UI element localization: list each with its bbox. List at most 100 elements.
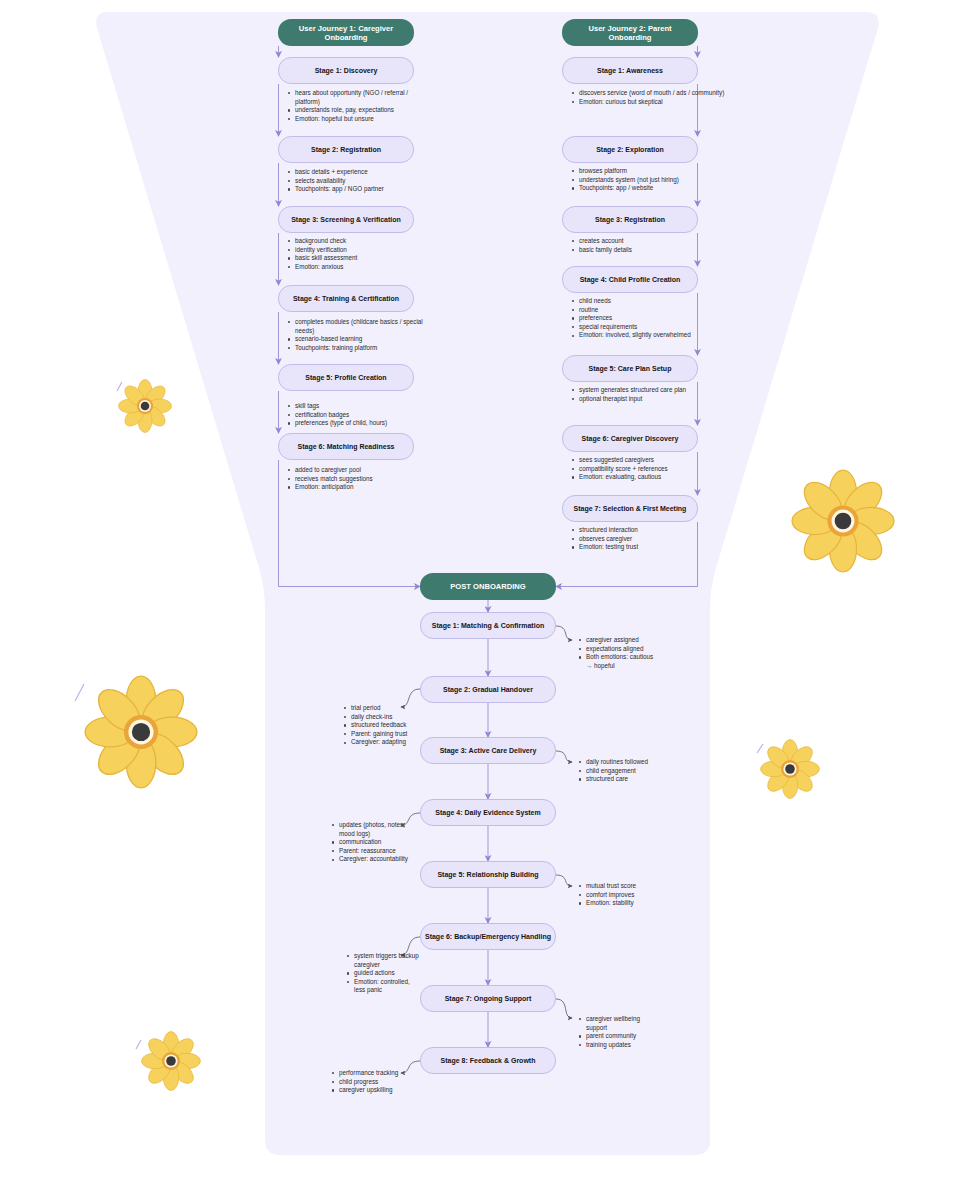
bullet-item: compatibility score + references bbox=[572, 465, 712, 474]
stage-title: Stage 4: Training & Certification bbox=[293, 294, 399, 303]
flow-connector bbox=[556, 522, 698, 587]
bullet-dot bbox=[288, 266, 290, 268]
bullet-item: basic skill assessment bbox=[288, 254, 428, 263]
bullet-dot bbox=[572, 92, 574, 94]
stage-pill: Stage 5: Care Plan Setupsystem generates… bbox=[562, 355, 698, 382]
stage-pill: Stage 6: Backup/Emergency Handlingsystem… bbox=[420, 923, 556, 950]
flow-connector bbox=[697, 163, 698, 206]
bullet-item: understands role, pay, expectations bbox=[288, 106, 428, 115]
bullet-text: daily check-ins bbox=[351, 713, 392, 720]
leader-line bbox=[401, 689, 420, 707]
bullet-dot bbox=[288, 257, 290, 259]
bullet-text: performance tracking bbox=[339, 1069, 398, 1076]
flow-connector bbox=[488, 1012, 489, 1047]
bullet-item: identity verification bbox=[288, 246, 428, 255]
bullet-item: Parent: reassurance bbox=[332, 847, 422, 856]
bullet-item: Caregiver: accountability bbox=[332, 855, 422, 864]
bullet-text: Caregiver: accountability bbox=[339, 855, 408, 862]
bullet-item: comfort improves bbox=[579, 891, 679, 900]
flower-decoration bbox=[761, 740, 820, 799]
bullet-text: preferences bbox=[579, 314, 612, 321]
bullet-text: daily routines followed bbox=[586, 758, 648, 765]
flow-connector bbox=[697, 452, 698, 495]
bullet-item: Both emotions: cautious → hopeful bbox=[579, 653, 655, 670]
stage-pill: Stage 7: Selection & First Meetingstruct… bbox=[562, 495, 698, 522]
stage-pill: Stage 3: Registrationcreates accountbasi… bbox=[562, 206, 698, 233]
bullet-dot bbox=[288, 405, 290, 407]
flow-connector bbox=[697, 293, 698, 355]
bullet-item: discovers service (word of mouth / ads /… bbox=[572, 89, 742, 98]
stage-title: Stage 2: Registration bbox=[311, 145, 381, 154]
bullet-item: training updates bbox=[579, 1041, 659, 1050]
bullet-text: Touchpoints: app / NGO partner bbox=[295, 185, 384, 192]
bullet-text: routine bbox=[579, 306, 598, 313]
stage-title: Stage 6: Backup/Emergency Handling bbox=[425, 932, 551, 941]
flow-connector bbox=[279, 460, 421, 587]
bullet-item: expectations aligned bbox=[579, 645, 655, 654]
bullet-item: performance tracking bbox=[332, 1069, 432, 1078]
bullet-text: communication bbox=[339, 838, 381, 845]
bullet-item: sees suggested caregivers bbox=[572, 456, 712, 465]
bullet-item: creates account bbox=[572, 237, 712, 246]
flower-decoration bbox=[142, 1032, 201, 1091]
bullet-dot bbox=[579, 778, 581, 780]
bullet-text: sees suggested caregivers bbox=[579, 456, 654, 463]
bullet-dot bbox=[572, 101, 574, 103]
bullet-text: updates (photos, notes, mood logs) bbox=[339, 821, 405, 837]
bullet-item: skill tags bbox=[288, 402, 428, 411]
bullet-dot bbox=[332, 824, 334, 826]
bullet-dot bbox=[288, 478, 290, 480]
bullet-dot bbox=[332, 841, 334, 843]
bullet-item: caregiver wellbeing support bbox=[579, 1015, 659, 1032]
stage-title: Stage 2: Exploration bbox=[596, 145, 664, 154]
bullet-text: parent community bbox=[586, 1032, 636, 1039]
bullet-dot bbox=[572, 529, 574, 531]
bullet-text: caregiver assigned bbox=[586, 636, 639, 643]
bullet-list: skill tagscertification badgespreference… bbox=[288, 402, 428, 428]
bullet-item: daily routines followed bbox=[579, 758, 679, 767]
bullet-item: child engagement bbox=[579, 767, 679, 776]
stage-pill: Stage 3: Active Care Deliverydaily routi… bbox=[420, 737, 556, 764]
bullet-item: browses platform bbox=[572, 167, 712, 176]
bullet-item: updates (photos, notes, mood logs) bbox=[332, 821, 422, 838]
bullet-item: mutual trust score bbox=[579, 882, 679, 891]
stage-pill: Stage 2: Explorationbrowses platformunde… bbox=[562, 136, 698, 163]
bullet-dot bbox=[572, 317, 574, 319]
bullet-item: daily check-ins bbox=[344, 713, 444, 722]
flow-connector bbox=[278, 84, 279, 136]
bullet-text: Touchpoints: app / website bbox=[579, 184, 653, 191]
bullet-item: Touchpoints: app / website bbox=[572, 184, 712, 193]
flow-connector bbox=[278, 46, 279, 57]
bullet-dot bbox=[288, 109, 290, 111]
stage-pill: Stage 5: Profile Creationskill tagscerti… bbox=[278, 364, 414, 391]
bullet-text: basic skill assessment bbox=[295, 254, 357, 261]
stage-pill: Stage 4: Training & Certificationcomplet… bbox=[278, 285, 414, 312]
bullet-item: Emotion: stability bbox=[579, 899, 679, 908]
bullet-text: structured feedback bbox=[351, 721, 406, 728]
bullet-text: Parent: gaining trust bbox=[351, 730, 407, 737]
bullet-text: Both emotions: cautious → hopeful bbox=[586, 653, 653, 669]
bullet-dot bbox=[332, 1072, 334, 1074]
bullet-text: Emotion: testing trust bbox=[579, 543, 638, 550]
bullet-dot bbox=[572, 240, 574, 242]
bullet-dot bbox=[572, 300, 574, 302]
stage-title: Stage 1: Awareness bbox=[597, 66, 663, 75]
bullet-text: trial period bbox=[351, 704, 380, 711]
bullet-item: Emotion: curious but skeptical bbox=[572, 98, 742, 107]
flower-decoration bbox=[792, 470, 894, 572]
bullet-item: routine bbox=[572, 306, 712, 315]
bullet-dot bbox=[572, 170, 574, 172]
flow-connector bbox=[488, 888, 489, 923]
bullet-list: added to caregiver poolreceives match su… bbox=[288, 466, 428, 492]
bullet-text: selects availability bbox=[295, 177, 345, 184]
bullet-dot bbox=[572, 468, 574, 470]
leader-line bbox=[556, 875, 572, 886]
bullet-dot bbox=[288, 92, 290, 94]
stage-pill: Stage 1: Awarenessdiscovers service (wor… bbox=[562, 57, 698, 84]
journey-title: POST ONBOARDING bbox=[450, 582, 526, 591]
stage-title: Stage 3: Registration bbox=[595, 215, 665, 224]
flow-connector bbox=[278, 163, 279, 206]
bullet-item: communication bbox=[332, 838, 422, 847]
bullet-text: basic details + experience bbox=[295, 168, 368, 175]
stage-pill: Stage 6: Matching Readinessadded to care… bbox=[278, 433, 414, 460]
